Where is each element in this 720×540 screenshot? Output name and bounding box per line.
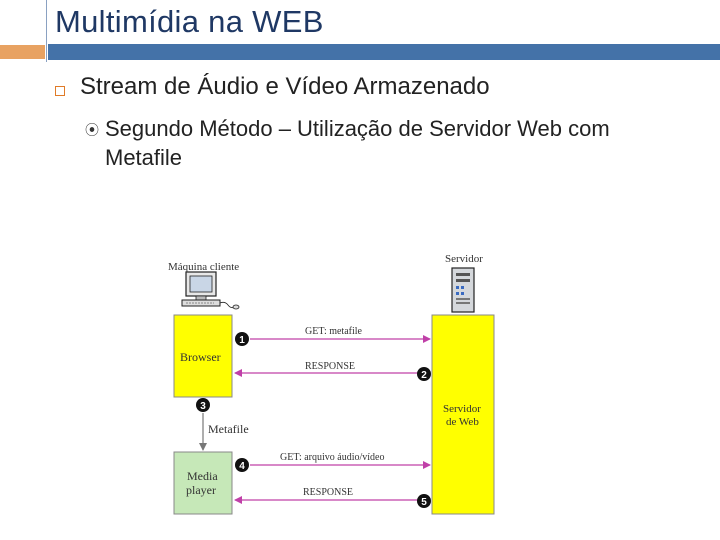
browser-box xyxy=(173,314,233,398)
web-server-box xyxy=(431,314,495,515)
server-label: Servidor xyxy=(445,253,483,265)
step-number-2: 2 xyxy=(421,370,427,381)
web-server-label-line2: de Web xyxy=(446,416,479,428)
step-number-3: 3 xyxy=(200,401,206,412)
step-label-1: GET: metafile xyxy=(305,326,363,337)
step-label-5: RESPONSE xyxy=(303,487,353,498)
slide-title: Multimídia na WEB xyxy=(55,4,324,39)
step-number-5: 5 xyxy=(421,497,427,508)
bullet-level2-text: Segundo Método – Utilização de Servidor … xyxy=(105,116,610,170)
step-label-2: RESPONSE xyxy=(305,361,355,372)
step-badge-3 xyxy=(196,398,210,412)
media-player-box xyxy=(173,451,233,515)
metafile-label: Metafile xyxy=(208,422,249,436)
web-server-label-line1: Servidor xyxy=(443,403,481,415)
server-icon xyxy=(451,267,475,313)
media-player-label-line2: player xyxy=(186,483,216,497)
media-player-label-line1: Media xyxy=(187,469,218,483)
step-number-1: 1 xyxy=(239,335,245,346)
browser-label: Browser xyxy=(180,350,221,364)
step-badge-4 xyxy=(235,458,249,472)
header-accent-bar xyxy=(0,45,45,59)
step-badge-2 xyxy=(417,367,431,381)
circle-bullet-icon: ⦿ xyxy=(85,123,99,139)
computer-icon xyxy=(181,271,240,310)
square-bullet-icon xyxy=(55,86,65,96)
client-machine-label: Máquina cliente xyxy=(168,261,239,273)
step-badge-5 xyxy=(417,494,431,508)
header-divider xyxy=(46,0,47,62)
header-bar xyxy=(48,44,720,60)
bullet-level1-text: Stream de Áudio e Vídeo Armazenado xyxy=(80,73,490,100)
step-number-4: 4 xyxy=(239,461,245,472)
step-badge-1 xyxy=(235,332,249,346)
step-label-4: GET: arquivo áudio/vídeo xyxy=(280,452,384,463)
